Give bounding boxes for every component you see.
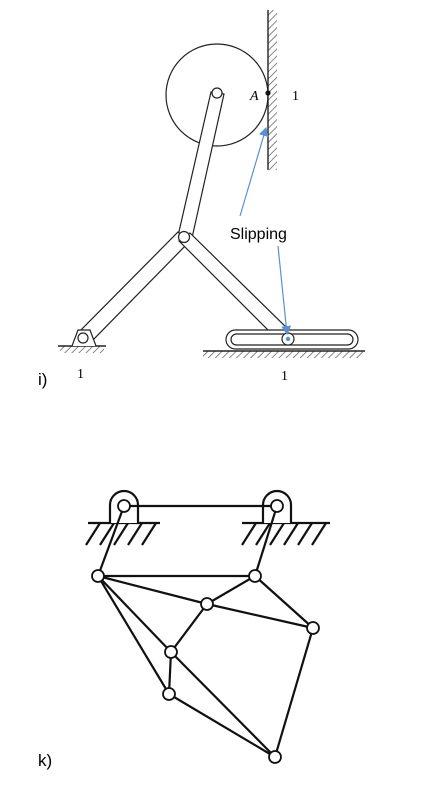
diagram-k [85, 489, 330, 764]
middle-joint [177, 230, 191, 244]
joint [91, 569, 105, 583]
joint [248, 569, 262, 583]
label-slipping: Slipping [230, 226, 287, 243]
slipping-arrow-down [277, 245, 292, 335]
slipping-arrow-up [239, 127, 269, 217]
panel-label-k: k) [38, 751, 52, 770]
diagram-i: A 1 Slipping 1 1 i) [38, 10, 365, 389]
label-frame-bottom: 1 [281, 369, 288, 384]
left-ground-pivot [58, 329, 106, 353]
joint [306, 621, 320, 635]
contact-point-a [265, 90, 271, 96]
joint [164, 645, 178, 659]
right-link [178, 232, 295, 345]
panel-label-i: i) [38, 370, 47, 389]
wheel-center-pin [211, 87, 223, 99]
right-ground [241, 521, 330, 546]
joint [162, 687, 176, 701]
joint [117, 499, 131, 513]
wall-ground [267, 10, 277, 170]
linkage-bars [96, 505, 315, 758]
left-ground [85, 521, 160, 546]
joint [268, 750, 282, 764]
bottom-ground-slot [203, 329, 365, 358]
linkage-joints [91, 499, 320, 764]
left-link [76, 231, 190, 345]
label-frame-wall: 1 [292, 89, 299, 104]
upper-link [177, 91, 225, 239]
joint [200, 597, 214, 611]
joint [270, 499, 284, 513]
label-frame-left: 1 [77, 367, 84, 382]
label-a: A [249, 89, 259, 104]
